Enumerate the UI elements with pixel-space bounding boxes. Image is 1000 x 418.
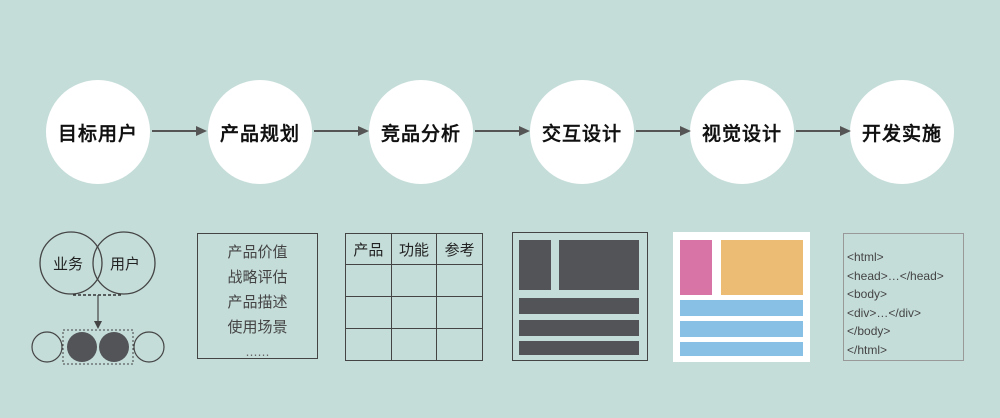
wireframe-bar [519, 298, 639, 314]
table-cell [436, 264, 483, 297]
visual-bar-blue [680, 321, 803, 337]
step-target-users: 目标用户 [46, 80, 150, 184]
visual-block-pink [680, 240, 712, 295]
table-cell [345, 264, 392, 297]
list-item: 产品描述 [227, 293, 288, 311]
wireframe-block-large [559, 240, 639, 290]
step-label: 交互设计 [541, 122, 622, 145]
arrow-right-icon [636, 126, 691, 136]
wireframe-bar [519, 320, 639, 336]
code-line: </html> [847, 342, 888, 357]
arrow-right-icon [796, 126, 851, 136]
segment-circle-filled [67, 332, 97, 362]
list-item: 产品价值 [227, 243, 288, 261]
wireframe-bar [519, 341, 639, 355]
competitor-table: 产品 功能 参考 [345, 233, 483, 361]
table-cell [390, 264, 438, 297]
step-competitor-analysis: 竞品分析 [369, 80, 473, 184]
venn-label-business: 业务 [53, 255, 83, 273]
visual-bar-blue [680, 300, 803, 316]
venn-label-users: 用户 [110, 255, 140, 273]
code-line: </body> [847, 324, 891, 338]
arrow-right-icon [475, 126, 530, 136]
step-interaction-design: 交互设计 [530, 80, 634, 184]
step-label: 开发实施 [861, 122, 942, 145]
code-line: <body> [847, 287, 888, 301]
wireframe-layout [512, 232, 648, 361]
segment-circle-outline [31, 331, 63, 363]
wireframe-block-small [519, 240, 551, 290]
table-header: 功能 [390, 233, 438, 265]
visual-bar-blue [680, 342, 803, 356]
code-line: <head>…</head> [847, 268, 944, 283]
table-cell [436, 328, 483, 361]
step-label: 竞品分析 [380, 122, 461, 145]
table-cell [436, 296, 483, 329]
table-cell [345, 296, 392, 329]
planning-list: 产品价值 战略评估 产品描述 使用场景 …… [197, 233, 318, 359]
table-cell [390, 296, 438, 329]
step-development: 开发实施 [850, 80, 954, 184]
list-item: 使用场景 [227, 318, 288, 336]
venn-circle-users [92, 231, 156, 295]
list-item: …… [245, 345, 270, 359]
table-cell [345, 328, 392, 361]
step-visual-design: 视觉设计 [690, 80, 794, 184]
venn-diagram: 业务 用户 [31, 231, 165, 365]
step-product-planning: 产品规划 [208, 80, 312, 184]
visual-block-orange [721, 240, 803, 295]
visual-mockup [673, 232, 810, 362]
segment-circle-outline [133, 331, 165, 363]
down-arrow-icon [94, 321, 102, 329]
table-header: 产品 [345, 233, 392, 265]
code-snippet: <html> <head>…</head> <body> <div>…</div… [843, 233, 964, 361]
segment-circle-filled [99, 332, 129, 362]
step-label: 视觉设计 [701, 122, 782, 145]
venn-circle-business [39, 231, 103, 295]
table-header: 参考 [436, 233, 483, 265]
step-label: 产品规划 [219, 122, 300, 145]
code-line: <div>…</div> [847, 305, 922, 320]
arrow-right-icon [314, 126, 369, 136]
code-line: <html> [847, 250, 884, 264]
table-cell [390, 328, 438, 361]
arrow-right-icon [152, 126, 207, 136]
list-item: 战略评估 [227, 268, 288, 286]
step-label: 目标用户 [57, 122, 138, 145]
